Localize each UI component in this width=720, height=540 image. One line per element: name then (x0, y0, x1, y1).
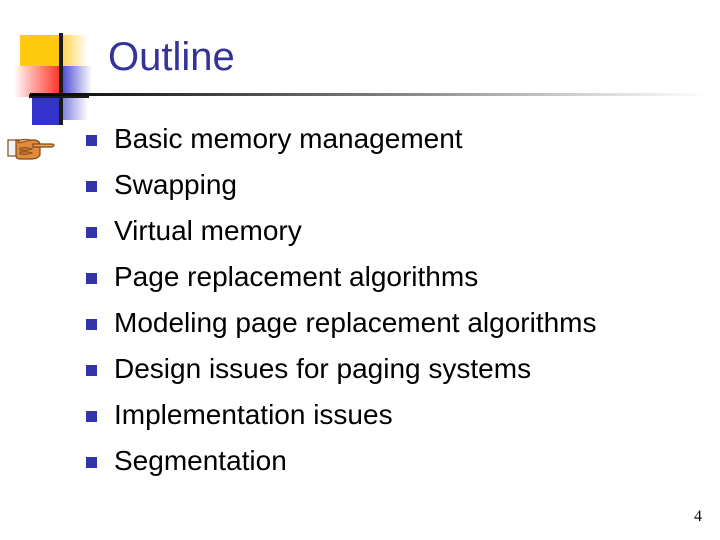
list-item-label: Segmentation (114, 445, 287, 476)
square-bullet-icon (86, 319, 97, 330)
list-item-label: Design issues for paging systems (114, 353, 532, 384)
square-bullet-icon (86, 411, 97, 422)
logo-blue-square (32, 98, 62, 125)
square-bullet-icon (86, 273, 97, 284)
list-item[interactable]: Swapping (86, 166, 706, 212)
list-item-label: Swapping (114, 169, 237, 200)
list-item-label: Implementation issues (114, 399, 393, 430)
square-bullet-icon (86, 227, 97, 238)
logo-blue-fade (62, 98, 88, 120)
pointing-hand-icon (6, 128, 58, 164)
list-item-label: Modeling page replacement algorithms (114, 307, 597, 338)
list-item-label: Basic memory management (114, 123, 463, 154)
logo-blue-gradient-block (62, 66, 92, 97)
square-bullet-icon (86, 135, 97, 146)
list-item[interactable]: Virtual memory (86, 212, 706, 258)
list-item-label: Virtual memory (114, 215, 302, 246)
list-item[interactable]: Design issues for paging systems (86, 350, 706, 396)
square-bullet-icon (86, 181, 97, 192)
list-item[interactable]: Modeling page replacement algorithms (86, 304, 706, 350)
title-divider (30, 93, 708, 96)
slide-title: Outline (108, 35, 235, 79)
square-bullet-icon (86, 365, 97, 376)
logo-red-gradient-block (14, 66, 62, 97)
outline-bullet-list: Basic memory management Swapping Virtual… (86, 120, 706, 488)
list-item[interactable]: Page replacement algorithms (86, 258, 706, 304)
list-item[interactable]: Implementation issues (86, 396, 706, 442)
logo-vertical-rule (59, 33, 63, 125)
mondrian-logo (14, 33, 94, 125)
page-number: 4 (694, 508, 702, 525)
list-item[interactable]: Segmentation (86, 442, 706, 488)
list-item-label: Page replacement algorithms (114, 261, 479, 292)
list-item[interactable]: Basic memory management (86, 120, 706, 166)
square-bullet-icon (86, 457, 97, 468)
logo-yellow-fade (62, 35, 88, 66)
logo-yellow-block (20, 35, 62, 66)
